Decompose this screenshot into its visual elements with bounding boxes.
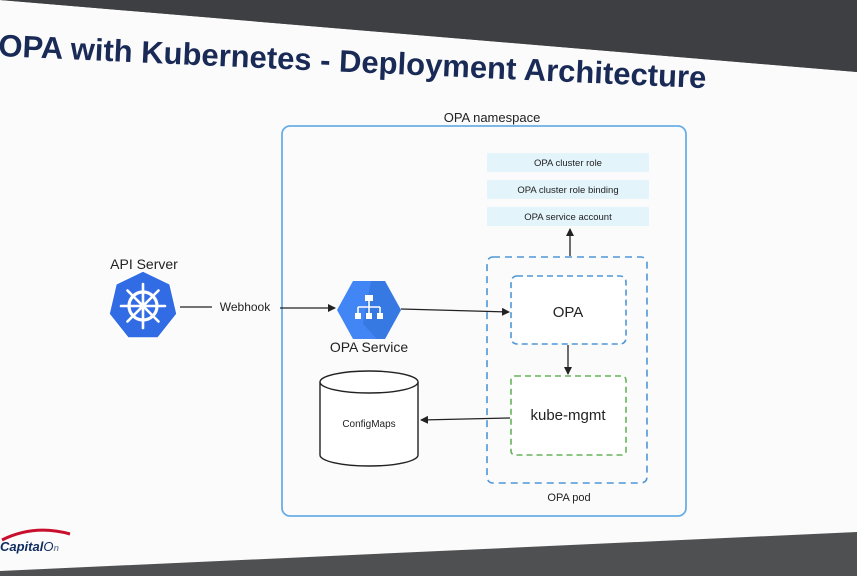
api-server-label: API Server (110, 256, 178, 272)
opa-namespace-box (281, 125, 687, 517)
opa-container-label: OPA (553, 304, 584, 321)
configmaps-cylinder-icon (319, 370, 419, 467)
opa-service-label: OPA Service (330, 339, 409, 355)
namespace-label: OPA namespace (444, 110, 541, 125)
kube-mgmt-box (510, 375, 627, 456)
rbac-item-box-cluster-role (487, 153, 649, 172)
capital-one-logo: CapitalOn (0, 528, 71, 554)
opa-pod-label: OPA pod (547, 492, 590, 504)
rbac-item-cluster-role: OPA cluster role (534, 158, 602, 169)
network-hierarchy-icon (337, 281, 401, 339)
rbac-item-box-service-account (487, 207, 649, 226)
opa-pod-box (486, 256, 648, 484)
rbac-item-box-cluster-role-binding (487, 180, 649, 199)
slide-top-shadow (0, 0, 857, 72)
rbac-items: OPA cluster role OPA cluster role bindin… (487, 153, 649, 226)
rbac-item-service-account: OPA service account (524, 212, 612, 223)
webhook-label: Webhook (220, 300, 271, 314)
rbac-item-cluster-role-binding: OPA cluster role binding (517, 185, 618, 196)
opa-container-box (510, 275, 627, 345)
service-to-opa-arrow (400, 307, 510, 316)
svg-text:CapitalOn: CapitalOn (0, 539, 59, 554)
kube-mgmt-label: kube-mgmt (530, 407, 606, 424)
configmaps-label: ConfigMaps (342, 419, 395, 430)
kubernetes-helm-icon (108, 270, 178, 339)
kube-mgmt-to-configmaps-arrow (420, 415, 511, 424)
